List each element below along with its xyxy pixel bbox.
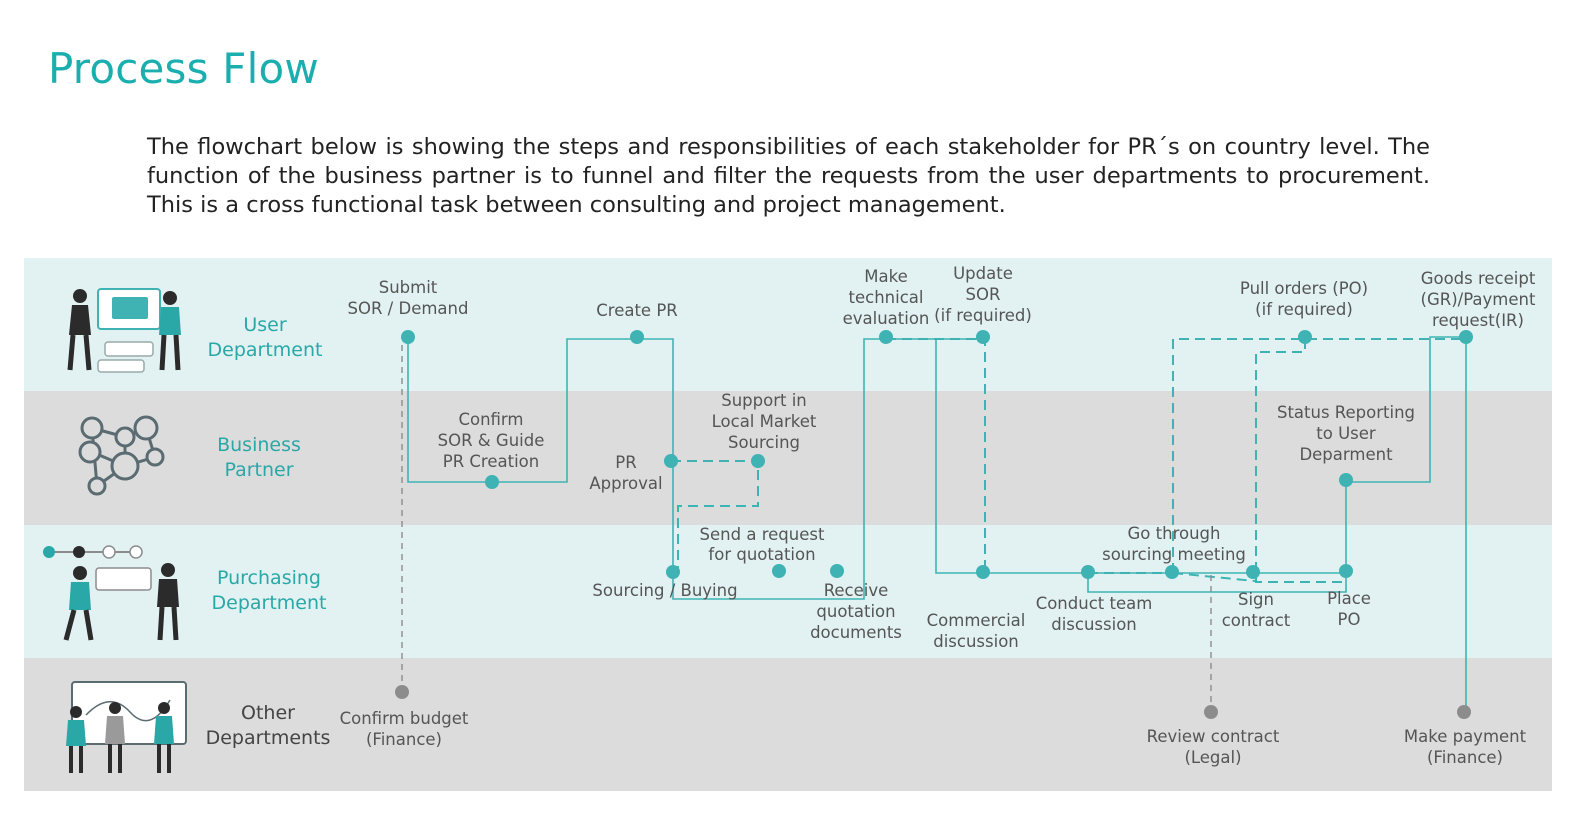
lane-purchasing-line2: Department	[212, 592, 327, 614]
lane-other-line2: Departments	[206, 727, 331, 749]
node-goods-receipt	[1459, 330, 1473, 344]
step-confirm-budget: Confirm budget(Finance)	[340, 709, 469, 749]
node-sourcing-buying	[666, 565, 680, 579]
intro-paragraph: The flowchart below is showing the steps…	[147, 133, 1430, 220]
node-technical-eval	[879, 330, 893, 344]
intro-text: The flowchart below is showing the steps…	[147, 134, 1430, 218]
node-sign-contract	[1246, 565, 1260, 579]
user-department-icon	[67, 288, 181, 373]
node-place-po	[1339, 564, 1353, 578]
lane-other-line1: Other	[241, 702, 295, 724]
node-pr-approval	[664, 454, 678, 468]
purchasing-people-icon	[43, 545, 179, 641]
node-make-payment	[1457, 705, 1471, 719]
lane-bg-other	[24, 658, 1552, 791]
node-team-discussion	[1081, 565, 1095, 579]
node-update-sor	[976, 330, 990, 344]
node-sourcing-meeting	[1165, 565, 1179, 579]
lane-bg-business	[24, 391, 1552, 525]
dashed-gray-connectors	[401, 345, 1212, 710]
lane-business-line2: Partner	[224, 459, 293, 481]
step-pull-orders: Pull orders (PO)(if required)	[1240, 279, 1368, 319]
lane-user-line1: User	[243, 314, 286, 336]
step-sourcing-buying: Sourcing / Buying	[592, 581, 737, 600]
page-title: Process Flow	[48, 44, 319, 93]
step-create-pr: Create PR	[596, 301, 678, 320]
lane-purchasing-line1: Purchasing	[217, 567, 321, 589]
node-confirm-sor	[485, 475, 499, 489]
node-status-reporting	[1339, 473, 1353, 487]
node-support-local	[751, 454, 765, 468]
lane-user-line2: Department	[208, 339, 323, 361]
node-send-request	[772, 564, 786, 578]
lane-business-line1: Business	[217, 434, 301, 456]
flow-nodes	[395, 330, 1473, 719]
node-create-pr	[630, 330, 644, 344]
node-pull-orders	[1298, 330, 1312, 344]
node-confirm-budget	[395, 685, 409, 699]
step-make-payment: Make payment(Finance)	[1404, 727, 1527, 767]
team-board-icon	[66, 681, 187, 773]
node-commercial-discussion	[976, 565, 990, 579]
step-review-contract: Review contract(Legal)	[1147, 727, 1280, 767]
lane-bg-user	[24, 258, 1552, 391]
node-review-contract	[1204, 705, 1218, 719]
node-receive-quotation	[830, 564, 844, 578]
network-people-icon	[78, 415, 165, 496]
node-submit-sor	[401, 330, 415, 344]
